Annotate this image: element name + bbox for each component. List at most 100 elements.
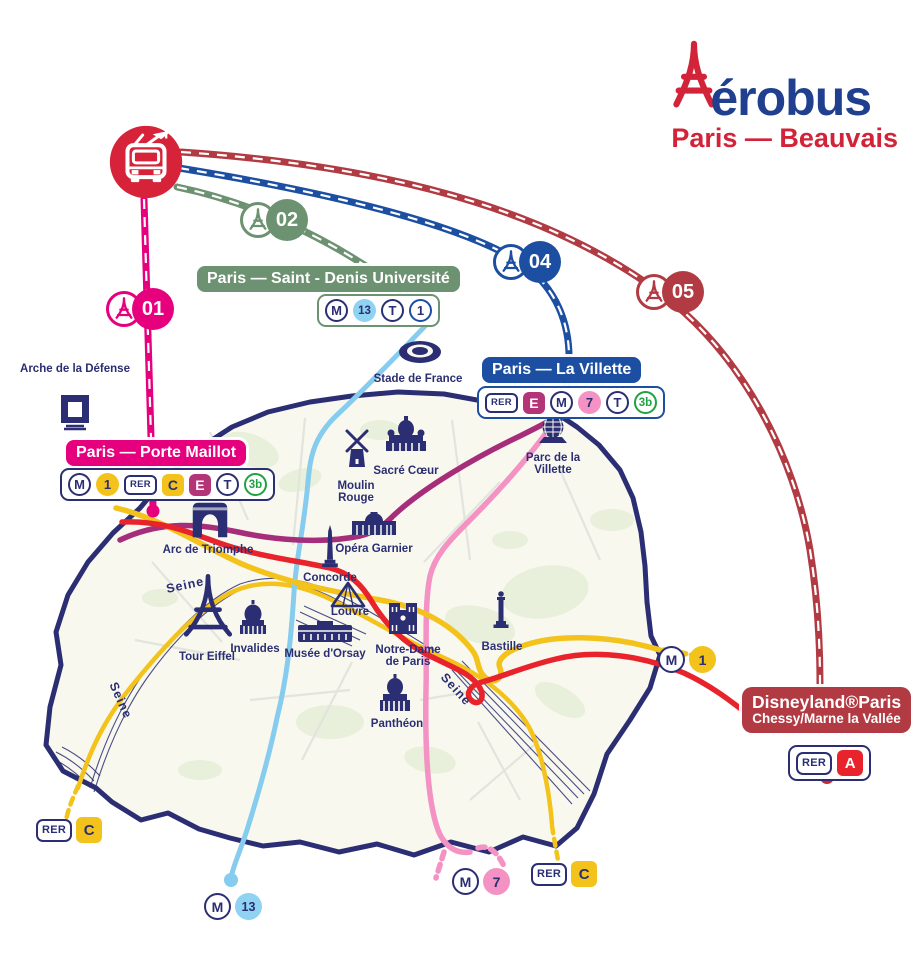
column-icon bbox=[493, 591, 509, 628]
line-badge-m: M bbox=[325, 299, 348, 322]
line-badge-m: M bbox=[452, 868, 479, 895]
seine-river-line bbox=[61, 746, 101, 777]
metro-7-line-dashes bbox=[475, 844, 507, 869]
rer-c-line-dashes bbox=[549, 823, 561, 863]
line-badge-m: M bbox=[68, 473, 91, 496]
eiffel-tower-icon bbox=[115, 297, 133, 319]
line-badge-1: 1 bbox=[96, 473, 119, 496]
minor-road bbox=[558, 469, 602, 561]
landmark-label: Louvre bbox=[331, 606, 369, 618]
stop-title: Paris — Saint - Denis Université bbox=[207, 270, 450, 287]
stop-subtitle: Chessy/Marne la Vallée bbox=[752, 711, 901, 727]
minor-road bbox=[450, 419, 472, 561]
park-area bbox=[178, 760, 222, 780]
landmark-label: Bastille bbox=[482, 641, 523, 653]
metro-7-line bbox=[423, 413, 561, 856]
line-badge-7: 7 bbox=[483, 868, 510, 895]
stop-label-porte-maillot: Paris — Porte Maillot bbox=[66, 440, 247, 466]
landmark-label: Sacré Cœur bbox=[373, 465, 439, 477]
stop-label-saint-denis: Paris — Saint - Denis Université bbox=[197, 266, 460, 292]
route-number: 04 bbox=[519, 241, 561, 283]
park-area bbox=[492, 531, 528, 549]
park-area bbox=[404, 746, 456, 774]
park-area bbox=[142, 589, 178, 607]
line-badge-t: T bbox=[381, 299, 404, 322]
minor-road bbox=[134, 638, 241, 662]
rer-c-line bbox=[75, 581, 555, 827]
rer-c-line-dashes bbox=[63, 783, 81, 823]
metro-13-end-dot bbox=[224, 873, 238, 887]
metro-13-line bbox=[228, 319, 432, 881]
arche-icon bbox=[61, 395, 89, 431]
rer-badge: RER bbox=[36, 818, 73, 842]
logo-row: érobus bbox=[671, 30, 898, 123]
line-badge-13: 13 bbox=[353, 299, 376, 322]
metro-1-line bbox=[113, 505, 663, 684]
rer-badge: RER bbox=[531, 862, 568, 886]
stadium-icon bbox=[399, 341, 441, 363]
line-badge-3b: 3b bbox=[633, 391, 657, 414]
line-badge-t: T bbox=[605, 391, 629, 414]
park-area bbox=[590, 509, 634, 531]
rer-badge: RER bbox=[124, 474, 157, 495]
stop-title: Paris — Porte Maillot bbox=[76, 444, 237, 461]
landmark-label: Invalides bbox=[230, 643, 279, 655]
park-area bbox=[296, 705, 364, 739]
line-badge-m: M bbox=[658, 646, 685, 673]
stop-title: Disneyland®Paris bbox=[752, 692, 902, 712]
rer-a-line bbox=[119, 519, 753, 719]
pantheon-icon bbox=[380, 674, 410, 711]
stop-title: Paris — La Villette bbox=[492, 361, 632, 378]
landmark-label: Arche de la Défense bbox=[20, 363, 130, 375]
eiffel-tower-icon bbox=[645, 280, 663, 302]
minor-road bbox=[301, 661, 353, 761]
landmark-label: Stade de France bbox=[374, 373, 463, 385]
arc-icon bbox=[192, 502, 228, 538]
aerobus-route-05-dashes bbox=[180, 150, 822, 686]
stop-label-la-villette: Paris — La Villette bbox=[482, 357, 642, 383]
line-badge-e: E bbox=[522, 391, 545, 414]
rer-badge: RER bbox=[796, 751, 833, 775]
landmark-label: Tour Eiffel bbox=[179, 651, 235, 663]
aerobus-logo: érobus Paris — Beauvais bbox=[671, 30, 898, 154]
park-area bbox=[444, 605, 516, 645]
landmark-label: Musée d'Orsay bbox=[284, 648, 366, 660]
eiffel-tower-logo-icon bbox=[673, 40, 716, 108]
line-badge-13: 13 bbox=[235, 893, 262, 920]
line-badge-3b: 3b bbox=[243, 473, 267, 496]
line-badge-7: 7 bbox=[577, 391, 601, 414]
line-badge-c: C bbox=[161, 473, 184, 496]
line-badge-t: T bbox=[215, 473, 239, 496]
seine-river-line bbox=[55, 751, 95, 782]
logo-subtitle: Paris — Beauvais bbox=[671, 123, 898, 153]
notredame-icon bbox=[389, 603, 417, 634]
eiffel-tower-icon bbox=[249, 208, 267, 230]
route-number: 02 bbox=[266, 199, 308, 241]
windmill-icon bbox=[345, 429, 369, 467]
seine-river-line bbox=[451, 669, 573, 805]
airport-shuttle-bus-icon bbox=[109, 125, 183, 199]
aerobus-route-badge-04: 04 bbox=[493, 241, 561, 283]
geode-icon bbox=[539, 416, 567, 443]
metro-7-line-dashes bbox=[433, 849, 447, 881]
eiffel-tower-icon bbox=[502, 250, 520, 272]
aerobus-route-badge-02: 02 bbox=[240, 199, 308, 241]
aerobus-route-02-dashes bbox=[176, 185, 429, 318]
minor-road bbox=[291, 417, 307, 546]
paris-boundary bbox=[43, 389, 663, 858]
line-badge-1: 1 bbox=[409, 299, 432, 322]
line-badge-a: A bbox=[837, 750, 864, 776]
minor-road bbox=[249, 688, 351, 702]
